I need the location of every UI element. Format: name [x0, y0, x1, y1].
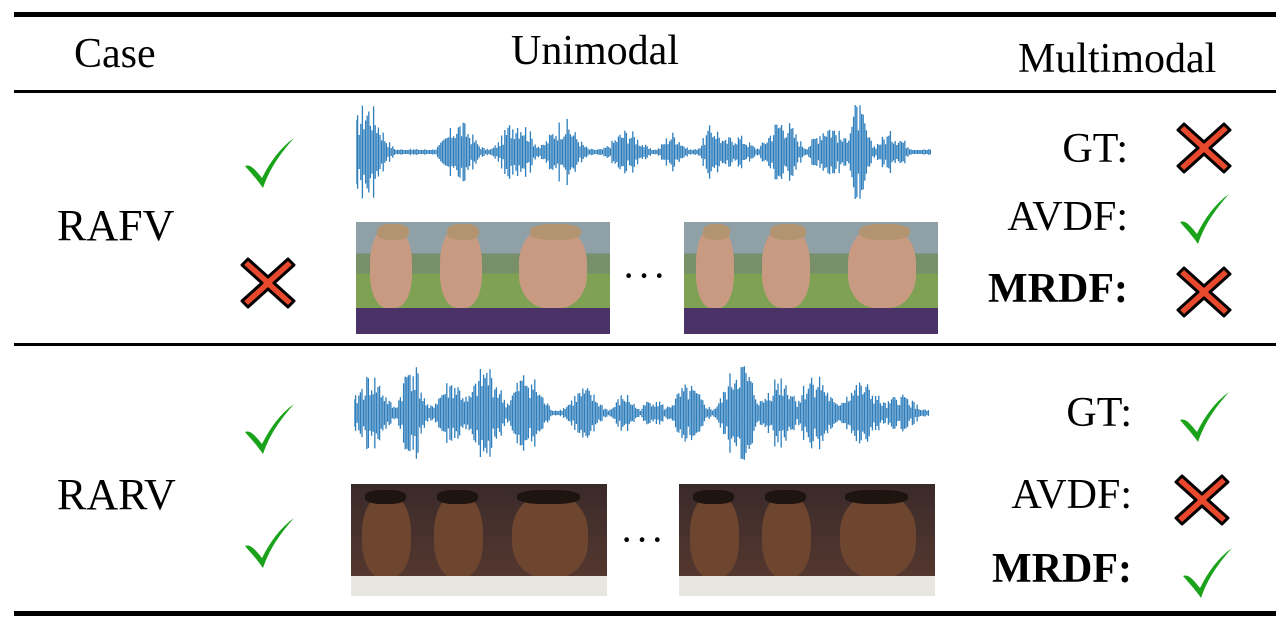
video-frames-right — [684, 222, 938, 334]
video-frame — [423, 484, 495, 596]
frames-ellipsis: ··· — [622, 253, 668, 298]
video-frames-right — [679, 484, 935, 596]
frames-ellipsis: ··· — [620, 517, 666, 562]
top-rule — [14, 12, 1276, 17]
video-frames-left — [351, 484, 607, 596]
video-frame — [745, 222, 825, 334]
video-frame — [679, 484, 751, 596]
gt-cross-icon — [1174, 118, 1234, 178]
avdf-cross-icon — [1172, 470, 1232, 530]
avdf-label: AVDF: — [1007, 194, 1128, 240]
gt-label: GT: — [1066, 390, 1132, 436]
video-frame — [495, 484, 607, 596]
case-label-rafv: RAFV — [57, 201, 175, 250]
video-frame — [751, 484, 823, 596]
header-case: Case — [74, 31, 156, 77]
case-label-rarv: RARV — [57, 470, 176, 519]
gt-label: GT: — [1062, 126, 1128, 172]
header-rule — [14, 90, 1276, 93]
gt-check-icon — [1175, 388, 1233, 446]
video-frame — [496, 222, 610, 334]
audio-unimodal-check-icon — [240, 400, 298, 458]
avdf-check-icon — [1175, 190, 1233, 248]
header-unimodal: Unimodal — [511, 28, 679, 74]
video-unimodal-cross-icon — [238, 253, 298, 313]
header-multimodal: Multimodal — [1018, 36, 1217, 82]
avdf-label: AVDF: — [1011, 472, 1132, 518]
audio-waveform — [356, 96, 932, 208]
mrdf-cross-icon — [1174, 262, 1234, 322]
video-frames-left — [356, 222, 610, 334]
video-frame — [351, 484, 423, 596]
video-unimodal-check-icon — [240, 514, 298, 572]
mrdf-label: MRDF: — [988, 266, 1128, 312]
audio-waveform — [354, 352, 930, 474]
video-frame — [684, 222, 746, 334]
mrdf-label: MRDF: — [992, 546, 1132, 592]
mrdf-check-icon — [1178, 544, 1236, 602]
video-frame — [426, 222, 496, 334]
video-frame — [824, 222, 938, 334]
video-frame — [823, 484, 935, 596]
video-frame — [356, 222, 426, 334]
bottom-rule — [14, 611, 1276, 616]
audio-unimodal-check-icon — [240, 134, 298, 192]
row-divider-rule — [14, 343, 1276, 346]
